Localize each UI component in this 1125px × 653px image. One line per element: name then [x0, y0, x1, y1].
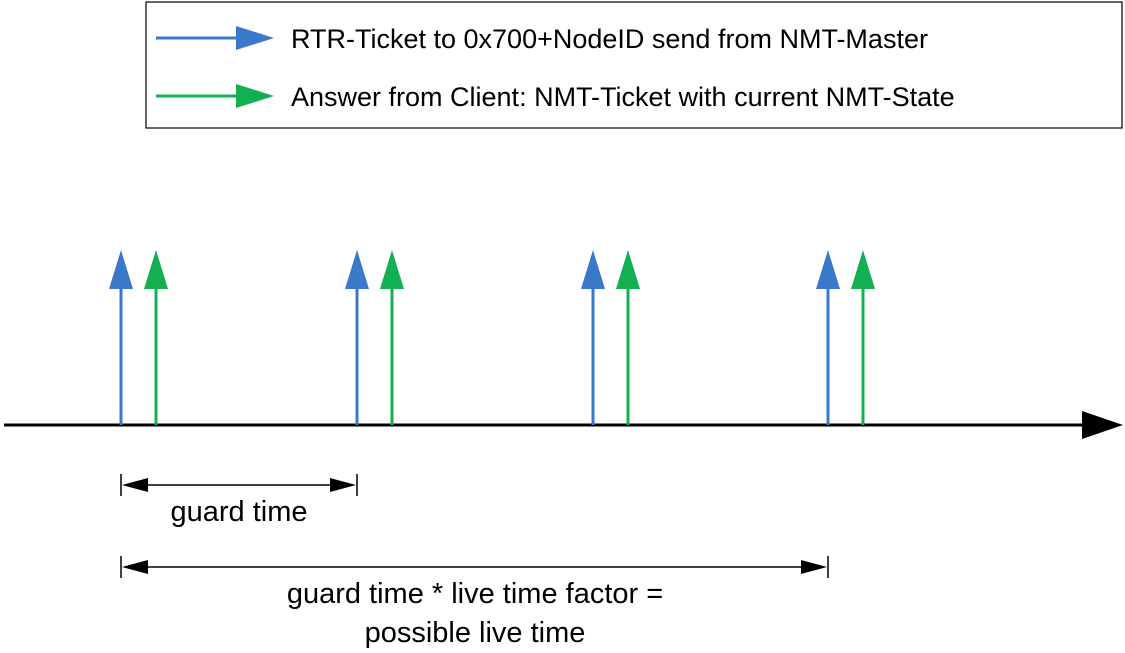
rtr-ticket-arrow	[345, 250, 369, 425]
legend-label-answer: Answer from Client: NMT-Ticket with curr…	[291, 82, 955, 112]
legend-item-answer: Answer from Client: NMT-Ticket with curr…	[156, 82, 955, 112]
arrow-right-icon	[156, 26, 274, 50]
answer-arrow	[144, 250, 168, 425]
live-time-dimension: guard time * live time factor = possible…	[120, 556, 829, 649]
guard-time-dimension: guard time	[120, 474, 358, 528]
rtr-ticket-arrow	[109, 250, 133, 425]
answer-arrow	[380, 250, 404, 425]
arrow-up-icon	[144, 250, 168, 289]
guard-time-label: guard time	[170, 496, 307, 528]
live-time-label-line1: guard time * live time factor =	[287, 578, 663, 610]
arrow-up-icon	[345, 250, 369, 289]
arrow-right-icon	[156, 84, 274, 108]
live-time-label-line2: possible live time	[365, 617, 586, 649]
events	[109, 250, 875, 425]
event-group-2	[345, 250, 404, 425]
arrow-right-icon	[1082, 411, 1123, 439]
arrow-up-icon	[581, 250, 605, 289]
answer-arrow	[851, 250, 875, 425]
rtr-ticket-arrow	[816, 250, 840, 425]
arrow-left-icon	[122, 560, 148, 574]
event-group-1	[109, 250, 168, 425]
arrow-right-icon	[801, 560, 827, 574]
arrow-right-icon	[330, 478, 356, 492]
arrow-up-icon	[616, 250, 640, 289]
arrow-left-icon	[122, 478, 148, 492]
rtr-ticket-arrow	[581, 250, 605, 425]
arrow-up-icon	[109, 250, 133, 289]
arrow-up-icon	[816, 250, 840, 289]
legend: RTR-Ticket to 0x700+NodeID send from NMT…	[145, 1, 1123, 129]
event-group-3	[581, 250, 640, 425]
legend-label-rtr: RTR-Ticket to 0x700+NodeID send from NMT…	[291, 24, 928, 54]
answer-arrow	[616, 250, 640, 425]
arrow-up-icon	[851, 250, 875, 289]
legend-item-rtr: RTR-Ticket to 0x700+NodeID send from NMT…	[156, 24, 928, 54]
arrow-up-icon	[380, 250, 404, 289]
event-group-4	[816, 250, 875, 425]
time-axis	[4, 411, 1123, 439]
legend-box	[145, 1, 1123, 129]
